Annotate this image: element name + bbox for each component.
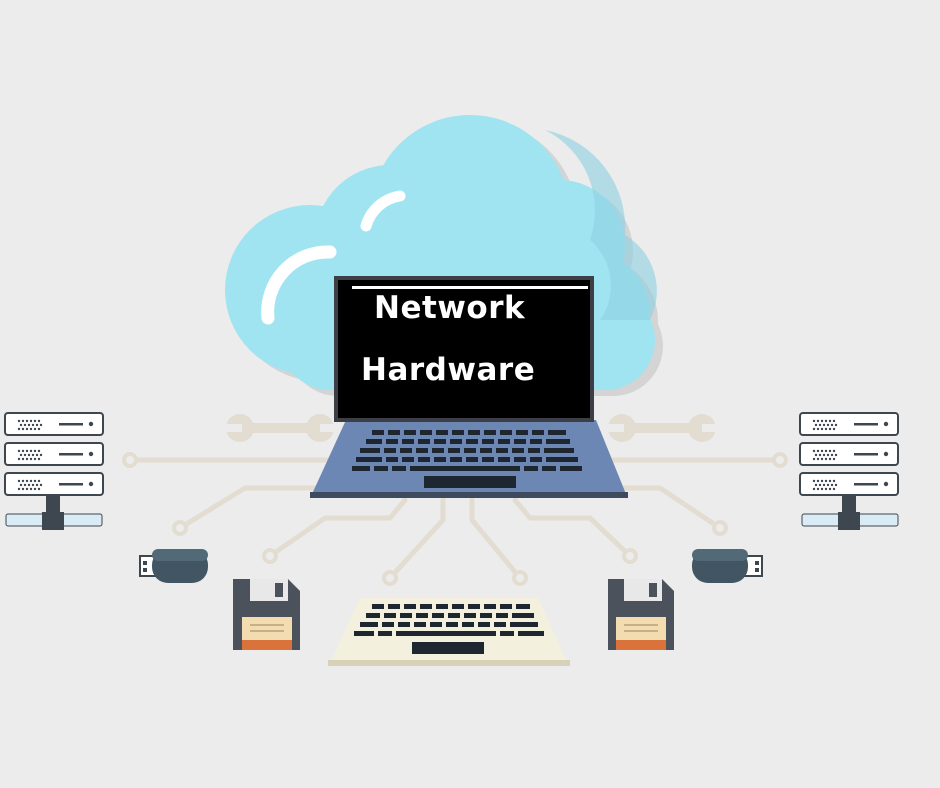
wrench-icon — [226, 414, 336, 442]
floppy-disk-icon — [233, 579, 300, 650]
cable-endpoints — [122, 452, 788, 586]
floppy-disk-icon — [608, 579, 674, 650]
server-rack-icon — [4, 412, 104, 530]
server-rack-icon — [799, 412, 899, 530]
connection-cables — [127, 457, 783, 581]
laptop-icon — [310, 276, 628, 498]
laptop-keyboard — [352, 430, 582, 471]
usb-drive-icon — [139, 549, 208, 583]
laptop-touchpad — [424, 476, 516, 488]
title-line-network: Network — [374, 290, 526, 326]
title-line-hardware: Hardware — [361, 352, 536, 388]
keyboard-icon — [328, 598, 570, 666]
laptop-screen — [334, 276, 594, 422]
wrench-icon — [608, 414, 718, 442]
usb-drive-icon — [692, 549, 763, 583]
